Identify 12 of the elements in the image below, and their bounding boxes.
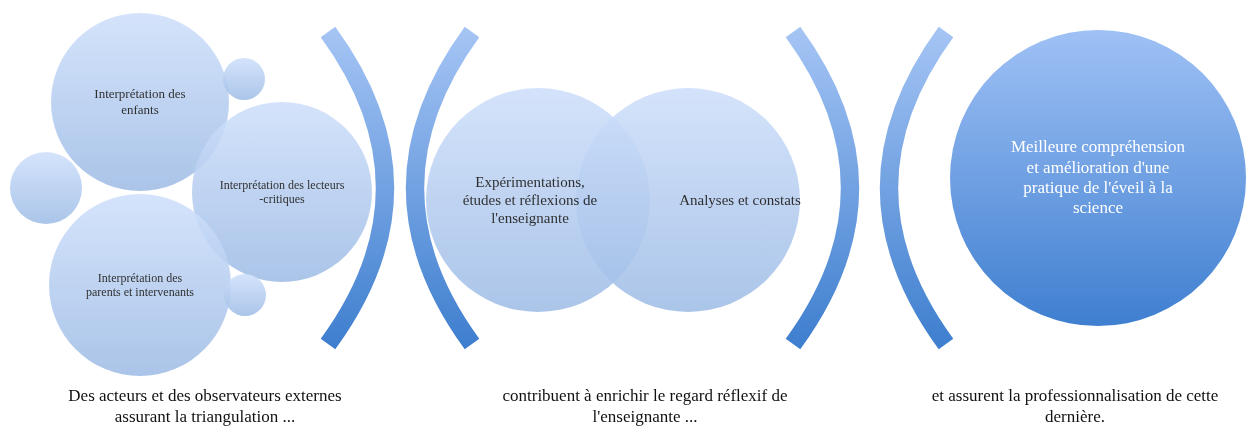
caption-text: contribuent à enrichir le regard réflexif de l'enseignante ... (501, 385, 789, 428)
node-label: Interprétation des enfants (93, 86, 187, 118)
node-label: Analyses et constats (678, 191, 802, 209)
caption-text: et assurent la professionnalisation de cette dernière. (930, 385, 1220, 428)
node-label: Interprétation des parents et intervenants (85, 270, 195, 300)
empty-circle (10, 152, 82, 224)
caption-text: Des acteurs et des observateurs externes assurant la triangulation ... (67, 385, 343, 428)
empty-circle (224, 274, 266, 316)
empty-circle (223, 58, 265, 100)
node-label: Interprétation des lecteurs -critiques (218, 177, 346, 207)
node-label: Expérimentations, études et réflexions de l'enseignante (461, 173, 599, 227)
node-label: Meilleure compréhension et amélioration d'une pratique de l'éveil à la science (1009, 137, 1187, 219)
